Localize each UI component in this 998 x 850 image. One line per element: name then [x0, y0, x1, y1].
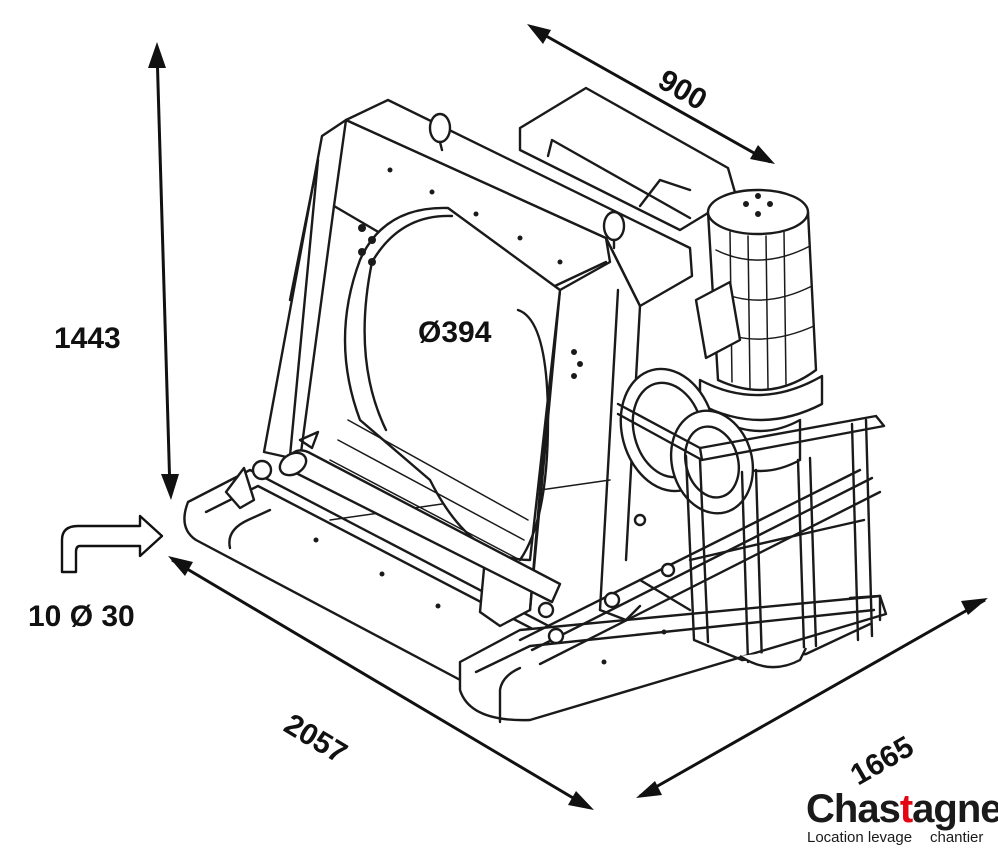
logo-name: Chastagner	[806, 787, 998, 831]
length-dimension-arrow	[168, 556, 594, 810]
bend-arrow-icon	[60, 514, 164, 574]
depth-label: 900	[653, 63, 713, 117]
drum-diameter-label: Ø394	[418, 316, 492, 349]
height-label: 1443	[54, 322, 121, 355]
logo-tagline-right: chantier	[930, 829, 983, 846]
lifting-eye-left	[428, 112, 452, 152]
chastagner-logo: Chastagner Location levage chantier	[806, 787, 998, 846]
depth-dimension-arrow	[527, 24, 775, 164]
logo-tagline-left: Location levage	[807, 829, 912, 846]
bolt-holes	[313, 167, 676, 665]
guide-roller	[224, 449, 562, 604]
width-dimension-arrow	[636, 598, 988, 798]
height-dimension-arrow	[148, 42, 179, 500]
lifting-eye-right	[602, 210, 626, 250]
fixing-label: 10 Ø 30	[28, 600, 135, 633]
length-label: 2057	[278, 708, 352, 771]
width-label: 1665	[845, 730, 919, 792]
guard-cage	[616, 402, 886, 669]
